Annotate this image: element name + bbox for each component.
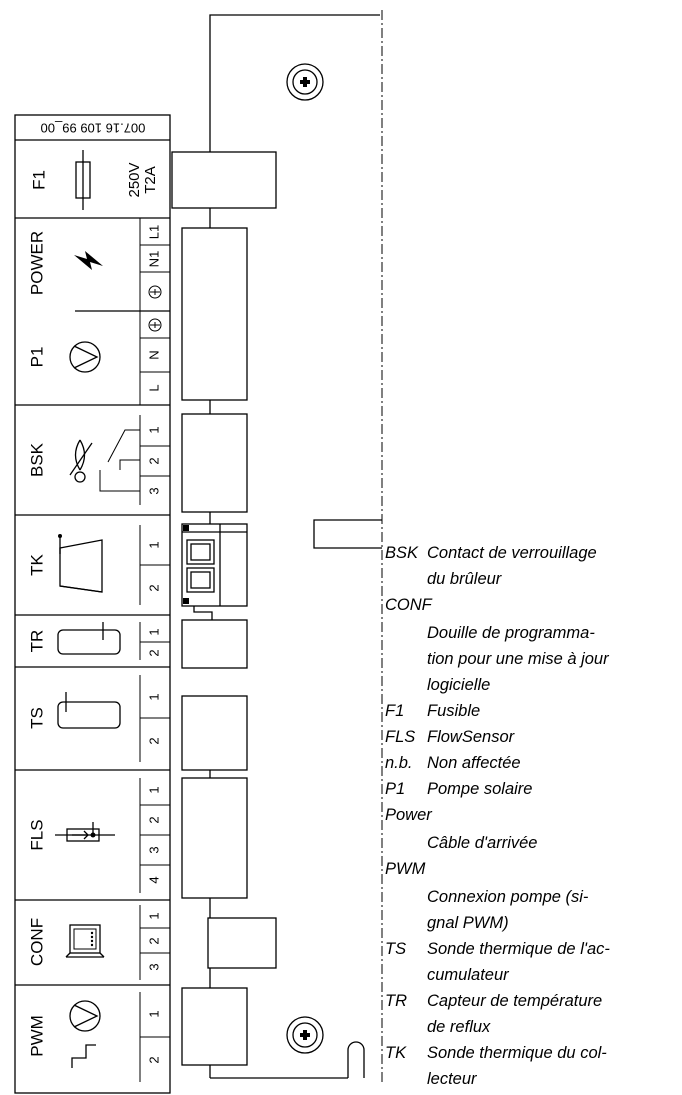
legend-text: Sonde thermique de l'ac- — [427, 940, 610, 958]
module-f1: F1 250V T2A — [29, 150, 159, 210]
connector-blocks — [171, 151, 277, 1066]
legend-abbr: Power — [385, 806, 433, 824]
ts-pin-1: 1 — [146, 693, 161, 700]
legend-abbr: TS — [385, 940, 406, 958]
legend-text: Connexion pompe (si- — [427, 888, 589, 906]
module-tr: TR 1 2 — [27, 622, 161, 657]
legend-text: lecteur — [427, 1070, 478, 1088]
p1-pin-l: L — [146, 384, 161, 391]
lightning-icon — [74, 251, 103, 270]
tk-terminal-block — [181, 523, 248, 620]
tr-pin-1: 1 — [146, 628, 161, 635]
legend-abbr: BSK — [385, 544, 419, 562]
p1-label: P1 — [27, 347, 46, 368]
legend-abbr: TK — [385, 1044, 407, 1062]
computer-icon — [65, 924, 105, 958]
pwm-pin-1: 1 — [146, 1010, 161, 1017]
collector-sensor-icon — [58, 534, 103, 593]
return-sensor-icon — [57, 622, 121, 655]
pwm-label: PWM — [27, 1015, 46, 1057]
bsk-pin-3: 3 — [146, 487, 161, 494]
legend-text: logicielle — [427, 676, 490, 694]
legend-abbr: n.b. — [385, 754, 413, 772]
legend-text: Câble d'arrivée — [427, 834, 537, 852]
module-fls: FLS 1 2 3 4 — [27, 786, 161, 883]
left-strip — [14, 114, 171, 1094]
fls-pin-3: 3 — [146, 846, 161, 853]
storage-sensor-icon — [57, 692, 121, 729]
legend-abbr: P1 — [385, 780, 405, 798]
ground-icon — [148, 285, 162, 299]
conf-pin-3: 3 — [146, 963, 161, 970]
tr-label: TR — [27, 630, 46, 653]
module-ts: TS 1 2 — [27, 692, 161, 745]
module-p1: P1 N L — [27, 318, 162, 392]
pump-icon — [69, 341, 101, 373]
pump-icon — [69, 1000, 101, 1032]
legend-text: Pompe solaire — [427, 780, 532, 798]
module-tk: TK 1 2 — [27, 534, 161, 593]
legend-abbr: FLS — [385, 728, 415, 746]
power-pin-n1: N1 — [146, 251, 161, 268]
fls-pin-4: 4 — [146, 876, 161, 883]
tk-label: TK — [27, 553, 46, 575]
power-pin-l1: L1 — [146, 225, 161, 239]
legend-text: cumulateur — [427, 966, 510, 984]
pwm-pin-2: 2 — [146, 1056, 161, 1063]
module-bsk: BSK 1 2 3 — [27, 426, 161, 494]
bsk-label: BSK — [27, 442, 46, 477]
legend-text: Fusible — [427, 702, 480, 720]
ts-label: TS — [27, 707, 46, 729]
tk-pin-1: 1 — [146, 541, 161, 548]
module-pwm: PWM 1 2 — [27, 1000, 161, 1068]
fls-pin-2: 2 — [146, 816, 161, 823]
legend-text: de reflux — [427, 1018, 491, 1036]
legend-abbr: CONF — [385, 596, 433, 614]
board-outline — [209, 10, 383, 1085]
conf-label: CONF — [27, 918, 46, 966]
bsk-pin-1: 1 — [146, 426, 161, 433]
ground-icon — [148, 318, 162, 332]
screw-bottom — [286, 1016, 324, 1054]
f1-rating-a: T2A — [142, 166, 159, 194]
conf-pin-2: 2 — [146, 937, 161, 944]
pwm-signal-icon — [71, 1044, 96, 1068]
legend-text: Contact de verrouillage — [427, 544, 597, 562]
legend-text: tion pour une mise à jour — [427, 650, 610, 668]
burner-icon — [69, 439, 93, 483]
fls-pin-1: 1 — [146, 786, 161, 793]
section-dividers — [15, 217, 170, 1082]
legend-text: Sonde thermique du col- — [427, 1044, 607, 1062]
bsk-pin-2: 2 — [146, 457, 161, 464]
legend-text: Non affectée — [427, 754, 521, 772]
tk-pin-2: 2 — [146, 584, 161, 591]
screw-top — [286, 63, 324, 101]
legend: BSK Contact de verrouillage du brûleur C… — [385, 544, 610, 1088]
contact-switch-icon — [99, 429, 140, 492]
ts-pin-2: 2 — [146, 737, 161, 744]
flow-sensor-icon — [55, 822, 115, 842]
f1-rating-v: 250V — [126, 162, 143, 197]
module-conf: CONF 1 2 3 — [27, 912, 161, 970]
legend-text: du brûleur — [427, 570, 503, 588]
legend-abbr: TR — [385, 992, 407, 1010]
legend-abbr: F1 — [385, 702, 404, 720]
p1-pin-n: N — [146, 350, 161, 359]
tr-pin-2: 2 — [146, 649, 161, 656]
fls-label: FLS — [27, 819, 46, 850]
module-power: POWER L1 N1 — [27, 225, 162, 299]
f1-label: F1 — [29, 170, 48, 190]
legend-text: Douille de programma- — [427, 624, 595, 642]
legend-abbr: PWM — [385, 860, 426, 878]
fuse-icon — [75, 150, 91, 210]
legend-text: gnal PWM) — [427, 914, 509, 932]
part-number: 007.16 109 99_00 — [41, 121, 146, 136]
legend-text: Capteur de température — [427, 992, 602, 1010]
legend-text: FlowSensor — [427, 728, 516, 746]
power-label: POWER — [27, 231, 46, 295]
conf-pin-1: 1 — [146, 912, 161, 919]
